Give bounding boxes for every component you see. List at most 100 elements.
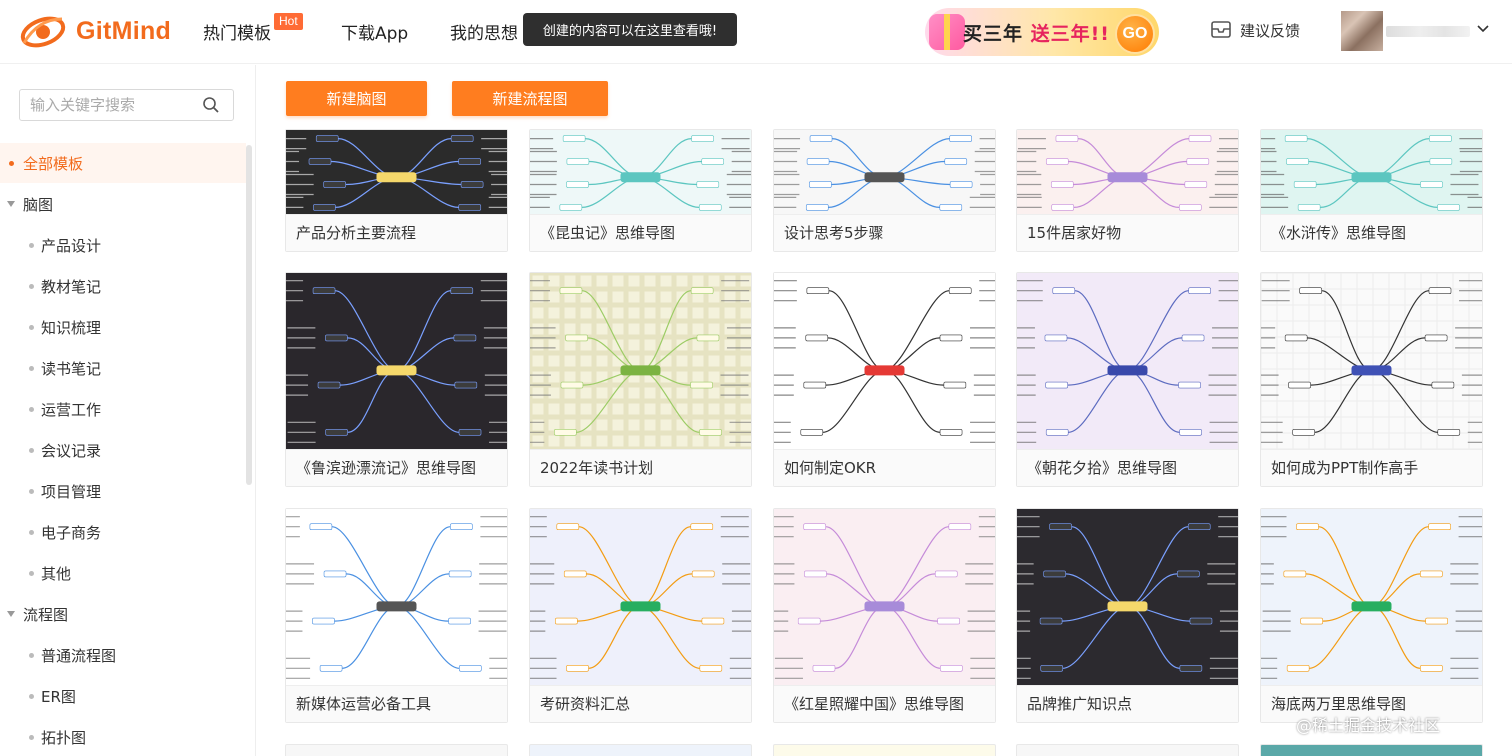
logo-text: GitMind: [76, 16, 172, 45]
template-title: 考研资料汇总: [530, 685, 751, 722]
template-card[interactable]: 新媒体运营必备工具: [285, 508, 508, 723]
new-flowchart-button[interactable]: 新建流程图: [452, 81, 608, 116]
mindmap-preview: [774, 516, 995, 679]
logo[interactable]: GitMind: [18, 11, 171, 51]
gift-icon: [929, 14, 965, 50]
mindmap-preview: [1017, 280, 1238, 443]
template-title: 《鲁滨逊漂流记》思维导图: [286, 449, 507, 486]
template-card[interactable]: 品牌推广知识点: [1016, 508, 1239, 723]
nav-my-mindmaps[interactable]: 我的思想: [450, 24, 518, 44]
sidebar-item-label: 项目管理: [41, 482, 102, 501]
bullet-icon: [29, 529, 34, 535]
template-card[interactable]: 设计思考5步骤: [773, 129, 996, 252]
template-card[interactable]: 《昆虫记》思维导图: [529, 129, 752, 252]
mindmap-preview: [1261, 135, 1482, 211]
template-title: 15件居家好物: [1017, 214, 1238, 251]
template-thumbnail: [286, 273, 507, 450]
avatar[interactable]: [1341, 11, 1383, 51]
sidebar-item-label: 普通流程图: [41, 646, 117, 665]
sidebar-scrollbar[interactable]: [246, 145, 252, 485]
mindmap-preview: [774, 135, 995, 211]
template-card[interactable]: [773, 744, 996, 756]
template-card[interactable]: 《红星照耀中国》思维导图: [773, 508, 996, 723]
sidebar-item[interactable]: 拓扑图: [0, 717, 246, 756]
search-input[interactable]: [30, 95, 200, 115]
template-title: 品牌推广知识点: [1017, 685, 1238, 722]
username-blurred[interactable]: [1386, 26, 1470, 37]
mindmap-preview: [530, 516, 751, 679]
template-card[interactable]: 如何成为PPT制作高手: [1260, 272, 1483, 487]
template-card[interactable]: [1016, 744, 1239, 756]
bullet-icon: [29, 734, 34, 740]
sidebar-item-label: 电子商务: [41, 523, 102, 542]
template-title: 设计思考5步骤: [774, 214, 995, 251]
search-icon[interactable]: [202, 96, 220, 114]
template-card[interactable]: [529, 744, 752, 756]
sidebar-item-label: ER图: [41, 687, 76, 706]
promo-go-button[interactable]: GO: [1115, 14, 1155, 54]
sidebar-item[interactable]: 项目管理: [0, 471, 246, 511]
gitmind-logo-icon: [20, 16, 66, 48]
sidebar-item[interactable]: 全部模板: [0, 143, 246, 183]
template-card[interactable]: 产品分析主要流程: [285, 129, 508, 252]
nav-hot-templates[interactable]: 热门模板: [203, 24, 271, 44]
sidebar-item[interactable]: 普通流程图: [0, 635, 246, 675]
template-card[interactable]: [1260, 744, 1483, 756]
sidebar-item-label: 教材笔记: [41, 277, 102, 296]
sidebar-item[interactable]: 脑图: [0, 184, 246, 224]
template-thumbnail: [1017, 130, 1238, 216]
sidebar-item[interactable]: 教材笔记: [0, 266, 246, 306]
template-thumbnail: [286, 130, 507, 216]
chevron-down-icon[interactable]: [1475, 21, 1491, 37]
mindmap-preview: [286, 516, 507, 679]
template-title: 《朝花夕拾》思维导图: [1017, 449, 1238, 486]
bullet-icon: [29, 488, 34, 494]
sidebar-item[interactable]: 会议记录: [0, 430, 246, 470]
sidebar-item[interactable]: 产品设计: [0, 225, 246, 265]
bullet-icon: [29, 242, 34, 248]
template-title: 如何制定OKR: [774, 449, 995, 486]
template-card[interactable]: 《鲁滨逊漂流记》思维导图: [285, 272, 508, 487]
sidebar-item[interactable]: 读书笔记: [0, 348, 246, 388]
sidebar-item[interactable]: 电子商务: [0, 512, 246, 552]
promo-text-part1: 买三年: [963, 23, 1031, 45]
sidebar-item-label: 产品设计: [41, 236, 102, 255]
sidebar-item[interactable]: 其他: [0, 553, 246, 593]
watermark: @稀土掘金技术社区: [1296, 716, 1441, 735]
template-card[interactable]: 2022年读书计划: [529, 272, 752, 487]
sidebar-item[interactable]: 流程图: [0, 594, 246, 634]
sidebar: 全部模板脑图产品设计教材笔记知识梳理读书笔记运营工作会议记录项目管理电子商务其他…: [0, 65, 256, 756]
template-title: 《昆虫记》思维导图: [530, 214, 751, 251]
nav-download-app[interactable]: 下载App: [341, 24, 409, 44]
template-thumbnail: [530, 130, 751, 216]
feedback-label: 建议反馈: [1240, 21, 1301, 40]
template-title: 产品分析主要流程: [286, 214, 507, 251]
template-thumbnail: [774, 130, 995, 216]
main-content: 新建脑图 新建流程图 产品分析主要流程《昆虫记》思维导图设计思考5步骤 15件居家…: [257, 65, 1512, 756]
promo-text-part2: 送三年!!: [1030, 23, 1110, 45]
template-card[interactable]: 海底两万里思维导图: [1260, 508, 1483, 723]
sidebar-item-label: 运营工作: [41, 400, 102, 419]
bullet-icon: [29, 406, 34, 412]
mindmap-preview: [530, 135, 751, 211]
template-card[interactable]: 《水浒传》思维导图: [1260, 129, 1483, 252]
sidebar-item[interactable]: 运营工作: [0, 389, 246, 429]
sidebar-item-label: 会议记录: [41, 441, 102, 460]
template-card[interactable]: 15件居家好物: [1016, 129, 1239, 252]
template-card[interactable]: 《朝花夕拾》思维导图: [1016, 272, 1239, 487]
new-mindmap-button[interactable]: 新建脑图: [286, 81, 427, 116]
template-card[interactable]: 考研资料汇总: [529, 508, 752, 723]
feedback-icon: [1211, 21, 1231, 38]
template-thumbnail: [1261, 509, 1482, 686]
sidebar-item[interactable]: ER图: [0, 676, 246, 716]
template-title: 如何成为PPT制作高手: [1261, 449, 1482, 486]
promo-text: 买三年 送三年!!: [963, 19, 1110, 46]
feedback-button[interactable]: 建议反馈: [1210, 19, 1300, 41]
template-title: 新媒体运营必备工具: [286, 685, 507, 722]
tooltip: 创建的内容可以在这里查看哦!: [523, 13, 737, 46]
template-card[interactable]: 如何制定OKR: [773, 272, 996, 487]
sidebar-item-label: 脑图: [23, 195, 54, 214]
sidebar-item-label: 其他: [41, 564, 72, 583]
sidebar-item[interactable]: 知识梳理: [0, 307, 246, 347]
template-card[interactable]: [285, 744, 508, 756]
